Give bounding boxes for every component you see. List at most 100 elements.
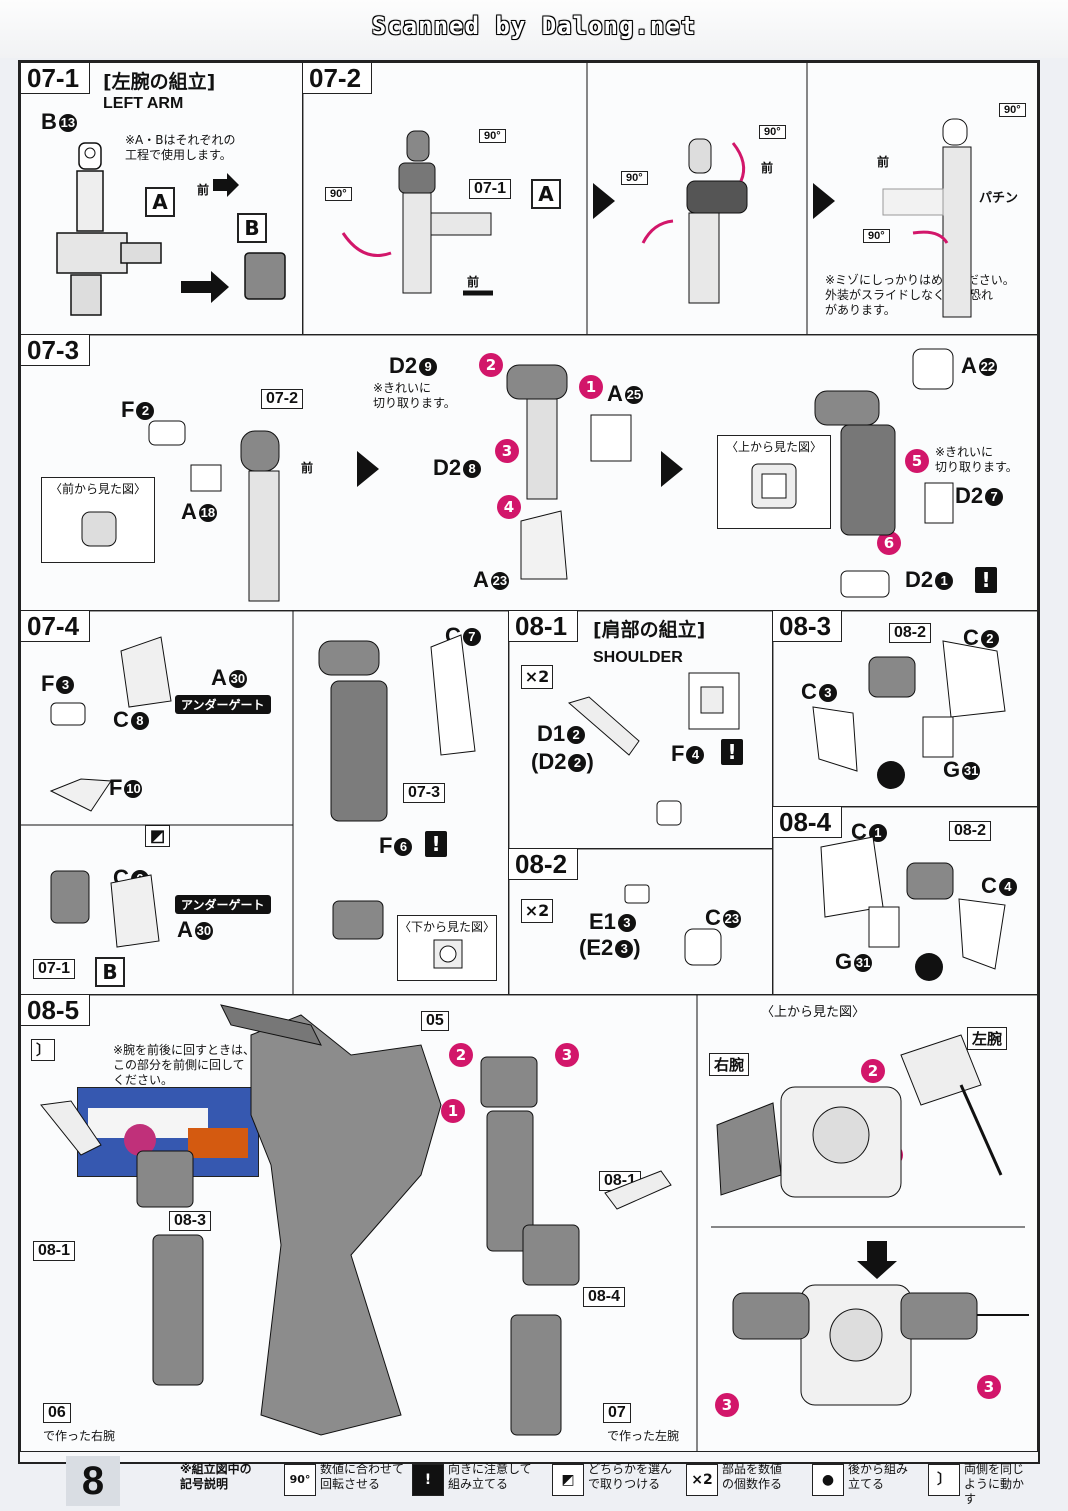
- subassembly-ref: 07-3: [403, 783, 446, 803]
- subassembly-ref: 06: [43, 1403, 71, 1423]
- shoulder-parts-illustration: [567, 672, 740, 826]
- subassembly-ref: 07-2: [261, 389, 304, 409]
- subassembly-ref: 08-1: [33, 1241, 76, 1261]
- cut-note: ※きれいに切り取ります。: [373, 381, 456, 410]
- arm-armor-illustration: [21, 611, 476, 995]
- make-two-icon: ×2: [521, 665, 553, 689]
- front-label: 前: [877, 155, 890, 169]
- subassembly-ref: 08-2: [889, 623, 932, 643]
- caution-mark: !: [425, 831, 447, 857]
- order-badge: 2: [861, 1059, 885, 1083]
- order-badge: 1: [441, 1099, 465, 1123]
- step-07-2-panel: 07-2 07-1 A 前 前 前 ※ミゾにしっかりはめてください。外装がスライ…: [302, 62, 1038, 336]
- subassembly-ref: 08-3: [169, 1211, 212, 1231]
- front-label: 前: [301, 461, 314, 475]
- right-arm-label: 右腕: [709, 1053, 750, 1076]
- subassembly-b-label: B: [237, 213, 267, 243]
- step-note: ※A・Bはそれぞれの工程で使用します。: [125, 133, 236, 162]
- step-number: 08-5: [21, 995, 91, 1026]
- subassembly-a-label: A: [531, 179, 561, 209]
- click-sound: パチン: [979, 191, 1019, 206]
- rotate-icon: 90°: [999, 103, 1026, 117]
- front-label: 前: [467, 275, 480, 289]
- order-badge: 3: [495, 439, 519, 463]
- top-view-label: 〈上から見た図〉: [761, 1005, 866, 1020]
- order-badge: 3: [555, 1043, 579, 1067]
- step-title-jp: [肩部の組立]: [593, 619, 706, 641]
- caution-mark: !: [975, 567, 997, 593]
- torso-arm-attach-illustration: [40, 995, 1029, 1451]
- order-badge: 1: [579, 375, 603, 399]
- shoulder-left-illustration: [820, 836, 1006, 981]
- rotate-icon: 90°: [284, 1464, 316, 1496]
- bottom-view-inset: 〈下から見た図〉: [397, 915, 497, 981]
- legend-caption: ※組立図中の記号説明: [180, 1462, 252, 1491]
- next-step-arrow: [593, 183, 615, 219]
- rotate-icon: 90°: [325, 187, 352, 201]
- rotate-icon: 90°: [863, 229, 890, 243]
- page-number: 8: [66, 1456, 120, 1506]
- subassembly-ref: 07-1: [469, 179, 512, 199]
- next-step-arrow: [813, 183, 835, 219]
- undergate-label: アンダーゲート: [175, 695, 271, 714]
- step-07-4-panel: 07-4 F3 C8 A30 アンダーゲート F10 ◩ C6 アンダーゲート …: [20, 610, 510, 996]
- shoulder-right-illustration: [812, 640, 1006, 789]
- order-badge: 3: [715, 1393, 739, 1417]
- make-two-icon: ×2: [686, 1464, 718, 1496]
- order-badge: 3: [977, 1375, 1001, 1399]
- arm-assembly-illustration: [148, 348, 954, 602]
- subassembly-ref: 05: [421, 1011, 449, 1031]
- order-badge: 5: [905, 449, 929, 473]
- made-right-arm-label: で作った右腕: [43, 1429, 116, 1443]
- order-badge: 4: [497, 495, 521, 519]
- subassembly-b-label: B: [95, 957, 125, 987]
- later-assembly-icon: ●: [812, 1464, 844, 1496]
- step-number: 07-4: [21, 611, 91, 642]
- next-step-arrow: [357, 451, 379, 487]
- step-title-en: LEFT ARM: [103, 95, 184, 112]
- step-number: 08-1: [509, 611, 579, 642]
- front-label: 前: [197, 183, 210, 197]
- subassembly-ref: 08-4: [583, 1287, 626, 1307]
- scan-header: Scanned by Dalong.net: [0, 0, 1068, 58]
- shoulder-joint-illustration: [624, 884, 722, 966]
- choose-one-icon: ◩: [552, 1464, 584, 1496]
- step-title-en: SHOULDER: [593, 649, 683, 666]
- step-number: 08-3: [773, 611, 843, 642]
- rotate-icon: 90°: [759, 125, 786, 139]
- step-number: 08-4: [773, 807, 843, 838]
- subassembly-a-label: A: [145, 187, 175, 217]
- caution-icon: !: [412, 1464, 444, 1496]
- top-view-callout: 〈上から見た図〉: [717, 435, 831, 529]
- rotate-icon: 90°: [479, 129, 506, 143]
- scan-title: Scanned by Dalong.net: [371, 12, 697, 40]
- front-label: 前: [761, 161, 774, 175]
